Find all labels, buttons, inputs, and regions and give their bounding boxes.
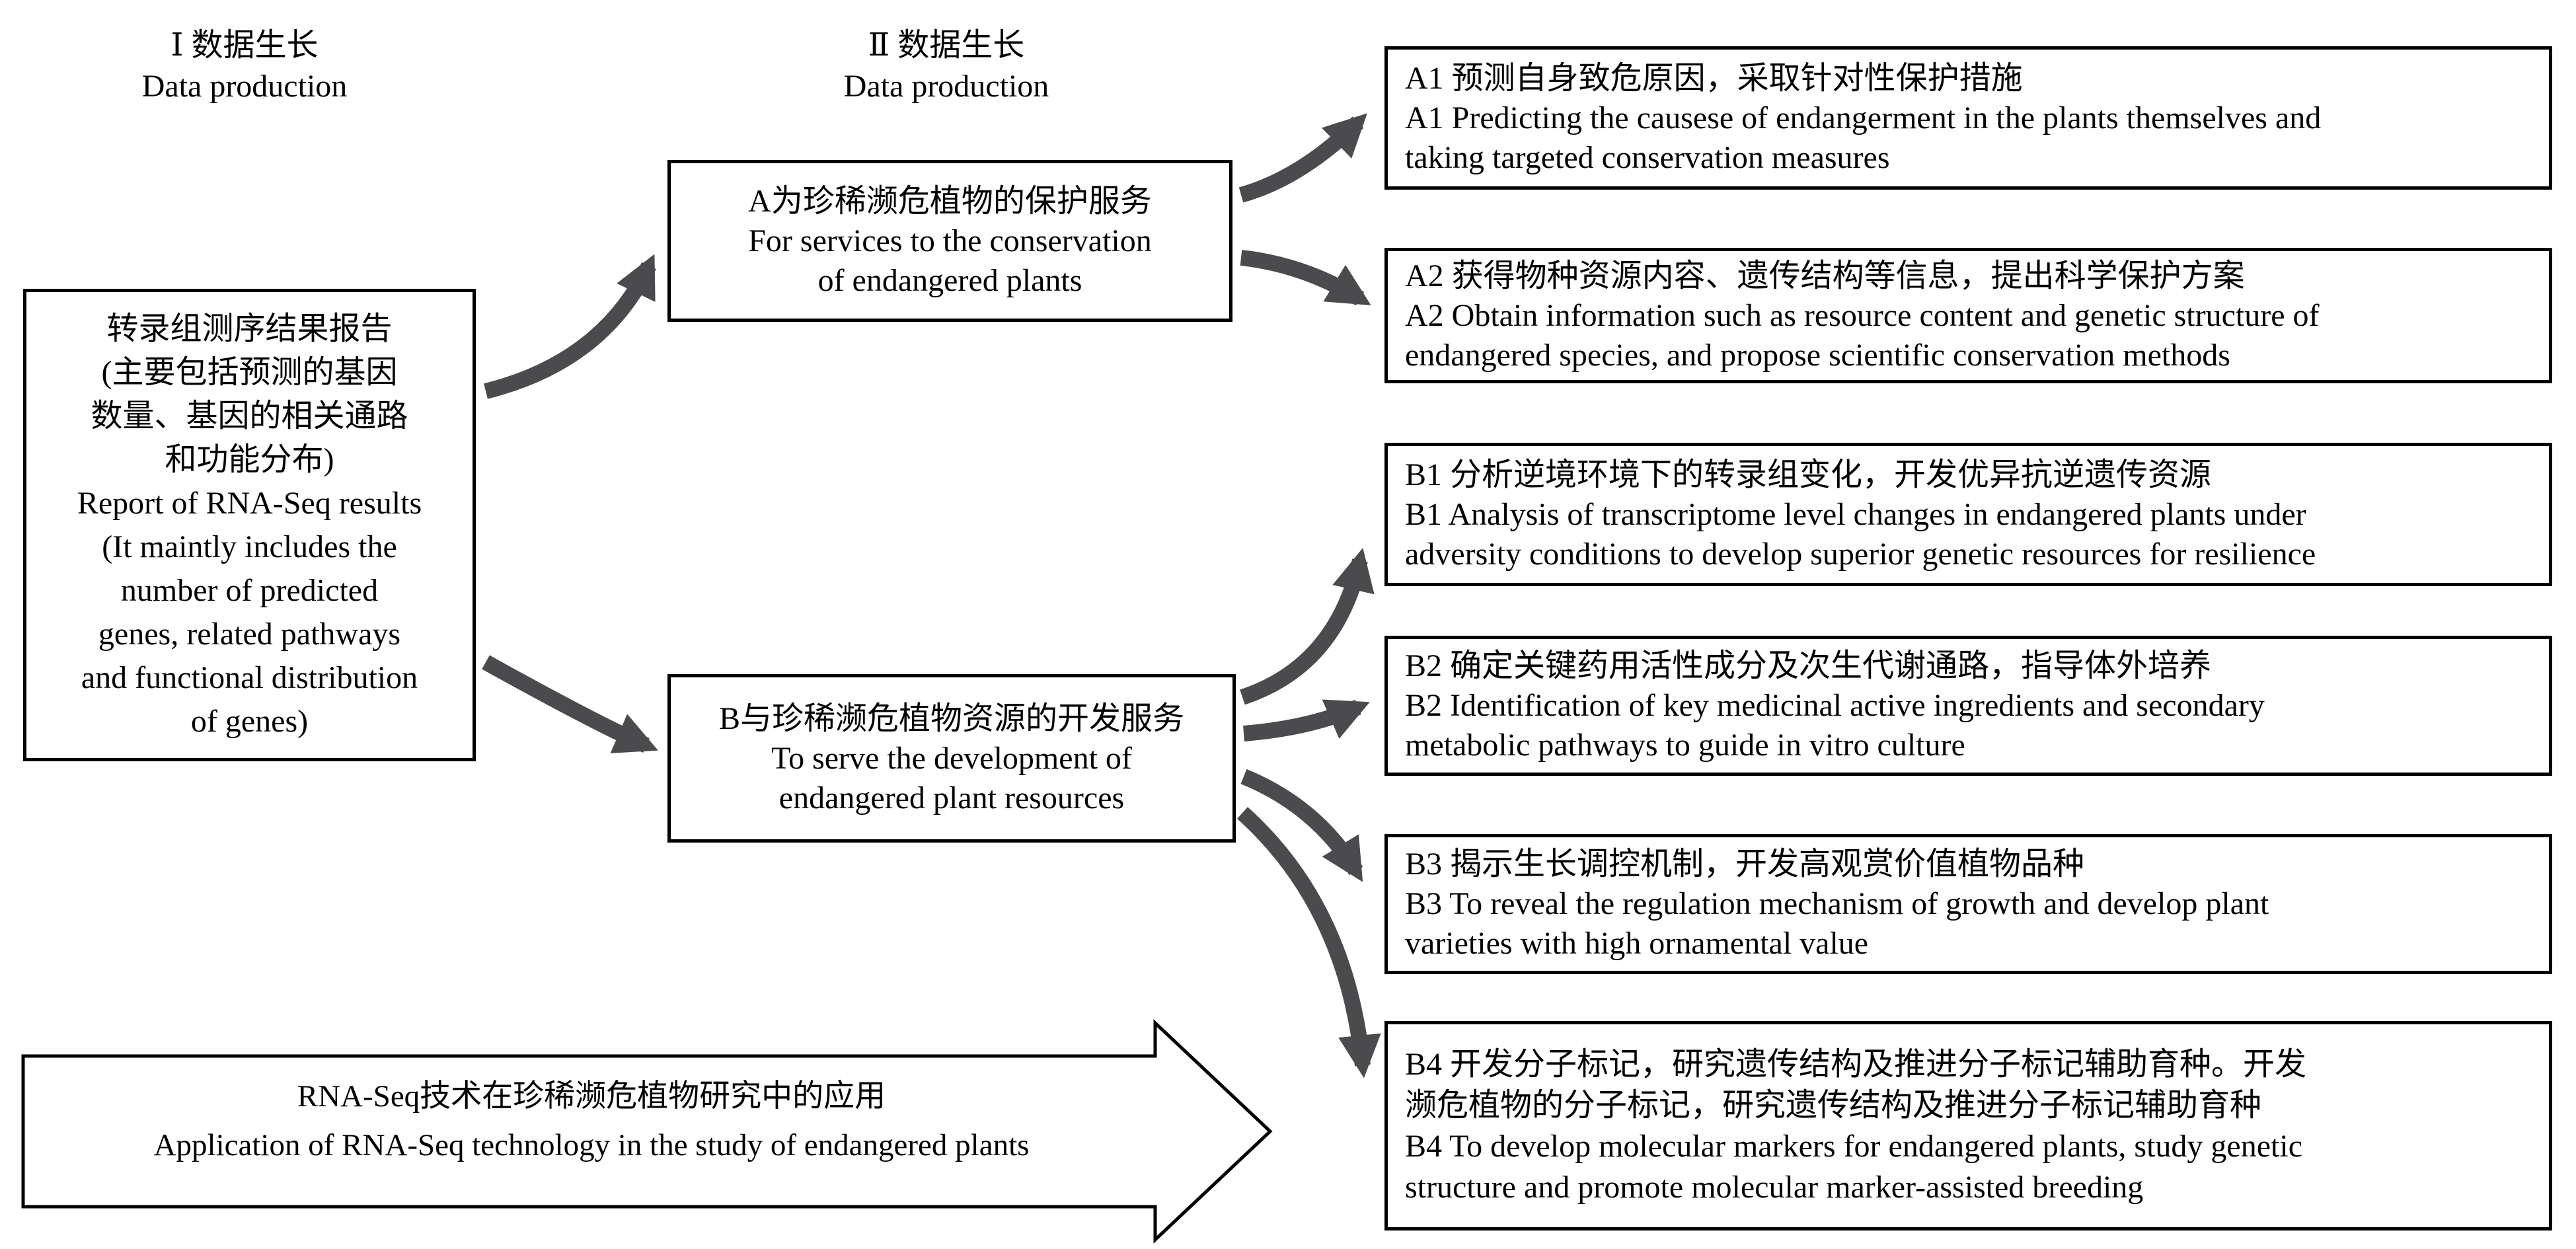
arrow-b-to-b2 xyxy=(1243,699,1370,741)
arrow-report-to-service-b xyxy=(482,655,658,753)
arrow-b-to-b3 xyxy=(1240,769,1363,882)
arrow-report-to-service-a xyxy=(484,254,656,399)
arrow-a-to-a2 xyxy=(1240,250,1371,306)
outcome-box-b4: B4 开发分子标记，研究遗传结构及推进分子标记辅助育种。开发濒危植物的分子标记，… xyxy=(1384,1021,2552,1230)
arrow-b-to-b1 xyxy=(1240,548,1375,705)
arrow-b-to-b4 xyxy=(1236,807,1381,1079)
report-box: 转录组测序结果报告(主要包括预测的基因数量、基因的相关通路和功能分布)Repor… xyxy=(23,289,476,761)
arrow-a-to-a1 xyxy=(1238,113,1367,203)
